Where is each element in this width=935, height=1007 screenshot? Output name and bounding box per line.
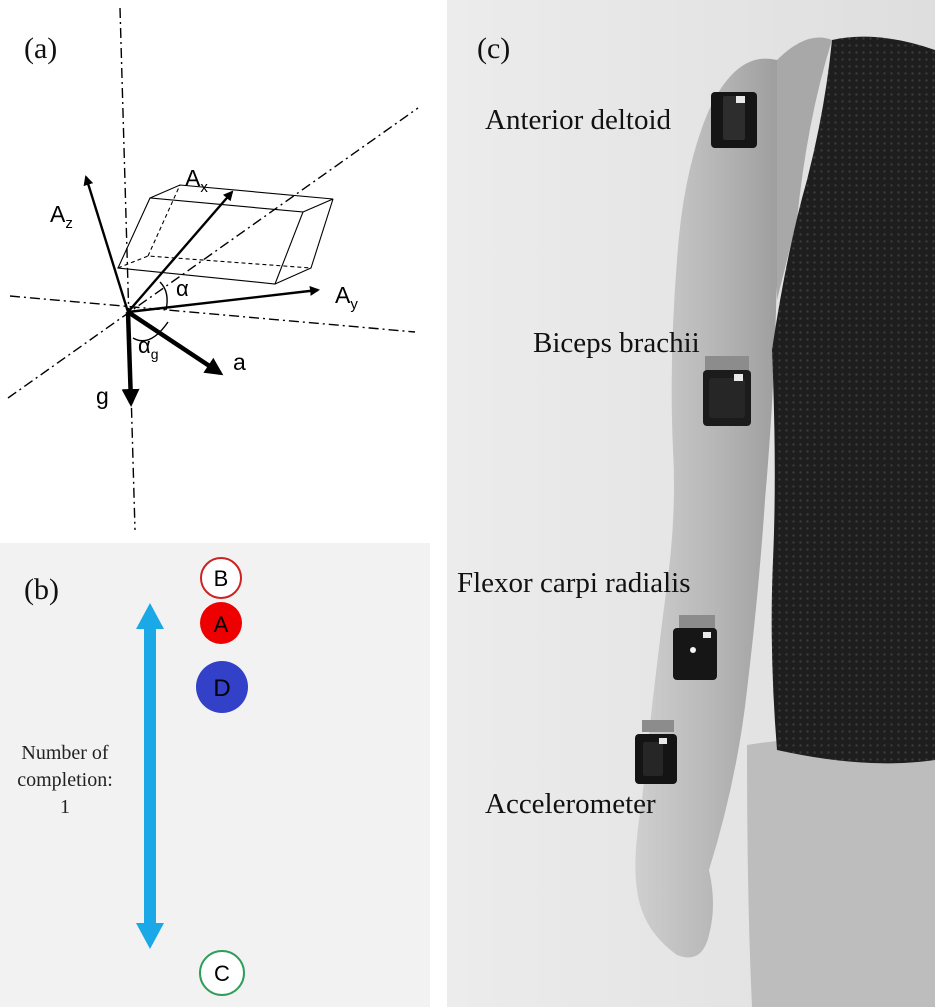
- ax-vector: [127, 190, 234, 313]
- accelerometer-axes-diagram: Az Ax Ay α αg a g: [7, 7, 419, 531]
- az-label: Az: [50, 201, 73, 232]
- alpha-g-angle-arc: [132, 321, 169, 342]
- panel-b-label: (b): [24, 573, 59, 606]
- target-b-label: B: [214, 566, 229, 591]
- a-vector: [126, 310, 224, 376]
- accelerometer-label: Accelerometer: [485, 788, 656, 820]
- completion-count: 1: [60, 796, 70, 818]
- ay-label: Ay: [335, 282, 358, 313]
- task-targets: B A D C: [136, 557, 248, 996]
- panel-a-label: (a): [24, 32, 58, 65]
- panel-c-label: (c): [477, 32, 511, 65]
- anterior-deltoid-label: Anterior deltoid: [485, 104, 672, 136]
- alpha-angle-arc: [159, 281, 168, 311]
- completion-line-1: Number of: [21, 742, 109, 764]
- sensor-box: [117, 184, 334, 285]
- arm: [635, 58, 789, 958]
- biceps-brachii-label: Biceps brachii: [533, 327, 700, 359]
- alpha-label: α: [176, 276, 189, 301]
- trousers: [747, 738, 935, 1007]
- az-vector: [83, 175, 130, 313]
- ay-vector: [127, 285, 320, 314]
- flexor-carpi-radialis-label: Flexor carpi radialis: [457, 567, 691, 599]
- flexor-carpi-radialis-sensor: [673, 615, 717, 680]
- ax-label: Ax: [185, 165, 208, 196]
- tank-top: [771, 36, 935, 764]
- target-b: [200, 557, 242, 599]
- diagonal-reference-line: [7, 107, 419, 399]
- completion-counter: Number of completion: 1: [10, 740, 120, 821]
- completion-line-2: completion:: [17, 769, 113, 791]
- shoulder: [777, 37, 832, 300]
- target-d-label: D: [213, 675, 230, 702]
- accelerometer-sensor: [635, 720, 677, 784]
- target-c-label: C: [214, 961, 230, 986]
- target-c: [199, 950, 245, 996]
- arm-photo: [447, 0, 935, 1007]
- anterior-deltoid-sensor: [711, 92, 757, 148]
- task-panel: (b) B A D C Number of completion: 1: [0, 543, 430, 1007]
- g-label: g: [96, 383, 109, 409]
- target-a: [200, 602, 242, 644]
- a-label: a: [233, 349, 246, 375]
- alpha-g-label: αg: [138, 333, 159, 362]
- g-vector: [121, 311, 140, 407]
- target-a-label: A: [214, 612, 229, 637]
- movement-arrow: [136, 603, 164, 949]
- horizontal-reference-line: [9, 295, 416, 333]
- reference-axes: [7, 7, 419, 531]
- arm-photo-panel: (c) Anterior deltoid Biceps brachii Flex…: [447, 0, 935, 1007]
- target-d: [196, 661, 248, 713]
- biceps-brachii-sensor: [703, 356, 751, 426]
